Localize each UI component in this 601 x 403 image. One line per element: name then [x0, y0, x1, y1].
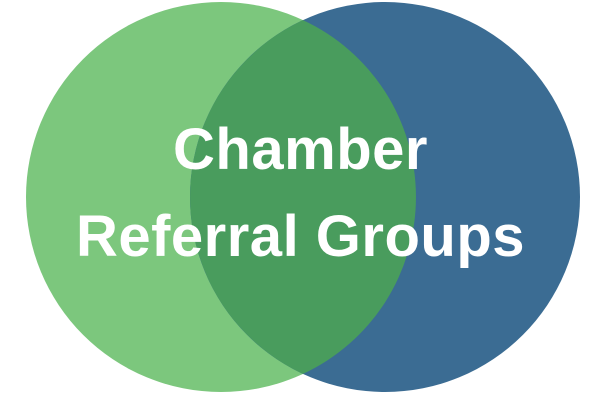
overlap-region — [190, 20, 416, 374]
